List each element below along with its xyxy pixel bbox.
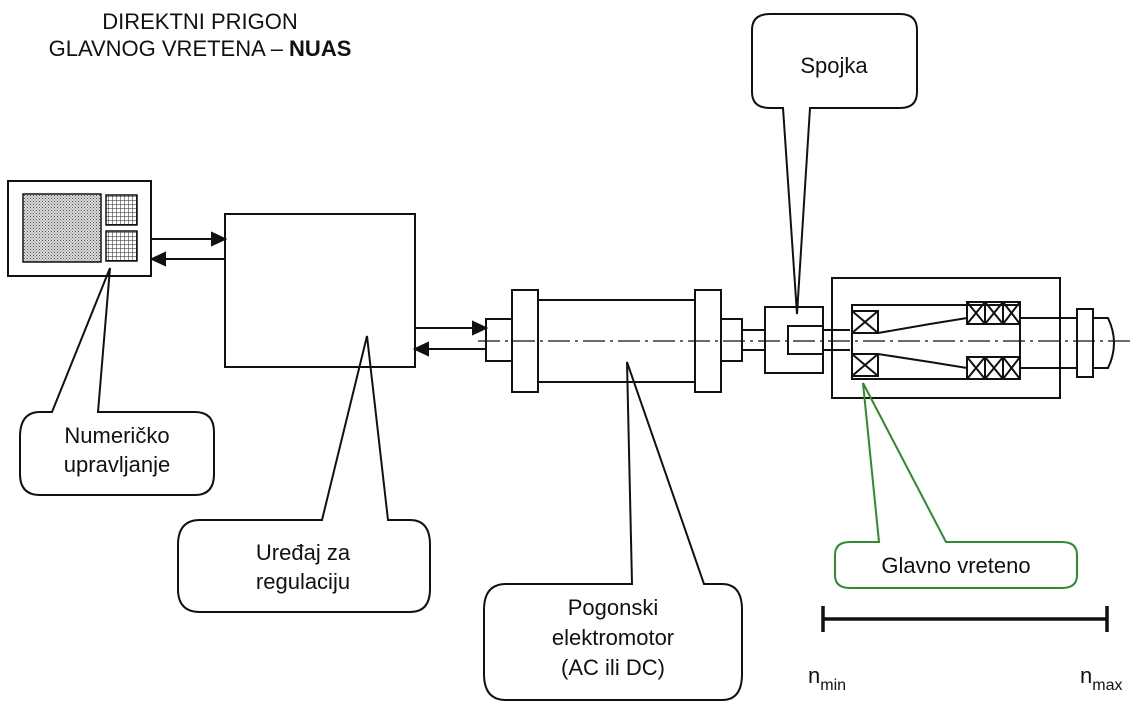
- diagram-title: DIREKTNI PRIGON GLAVNOG VRETENA – NUAS: [10, 8, 390, 62]
- callout-glavno-vreteno: [834, 382, 1078, 589]
- title-line-2-prefix: GLAVNOG VRETENA –: [48, 36, 290, 61]
- control-motor-arrows: [412, 320, 489, 357]
- main-spindle: [831, 277, 1115, 399]
- label-spojka: Spojka: [800, 53, 868, 78]
- label-uredaj-2: regulaciju: [256, 569, 350, 594]
- n-min-sub: min: [820, 677, 846, 694]
- nc-control-arrows: [149, 231, 228, 267]
- title-line-1: DIREKTNI PRIGON: [102, 9, 298, 34]
- label-uredaj-1: Uređaj za: [256, 540, 351, 565]
- label-numericko-1: Numeričko: [64, 423, 169, 448]
- label-n-min: nmin: [808, 663, 846, 694]
- callout-numericko: [19, 267, 215, 496]
- label-pogonski-3: (AC ili DC): [561, 655, 665, 680]
- label-n-max: nmax: [1080, 663, 1122, 694]
- coupling: [764, 306, 850, 374]
- n-max-base: n: [1080, 663, 1092, 688]
- callout-uredaj: [177, 335, 431, 613]
- n-min-base: n: [808, 663, 820, 688]
- callout-spojka: [751, 13, 918, 315]
- title-line-2-bold: NUAS: [289, 36, 352, 61]
- title-line-2: GLAVNOG VRETENA – NUAS: [10, 35, 390, 62]
- label-pogonski-2: elektromotor: [552, 625, 674, 650]
- label-pogonski-1: Pogonski: [568, 595, 659, 620]
- numerical-control-unit: [7, 180, 152, 277]
- label-glavno-vreteno: Glavno vreteno: [881, 553, 1030, 578]
- speed-range-bar: [821, 606, 1109, 632]
- callout-pogonski: [483, 361, 743, 701]
- n-max-sub: max: [1092, 677, 1122, 694]
- label-numericko-2: upravljanje: [64, 452, 170, 477]
- control-device-box: [224, 213, 416, 368]
